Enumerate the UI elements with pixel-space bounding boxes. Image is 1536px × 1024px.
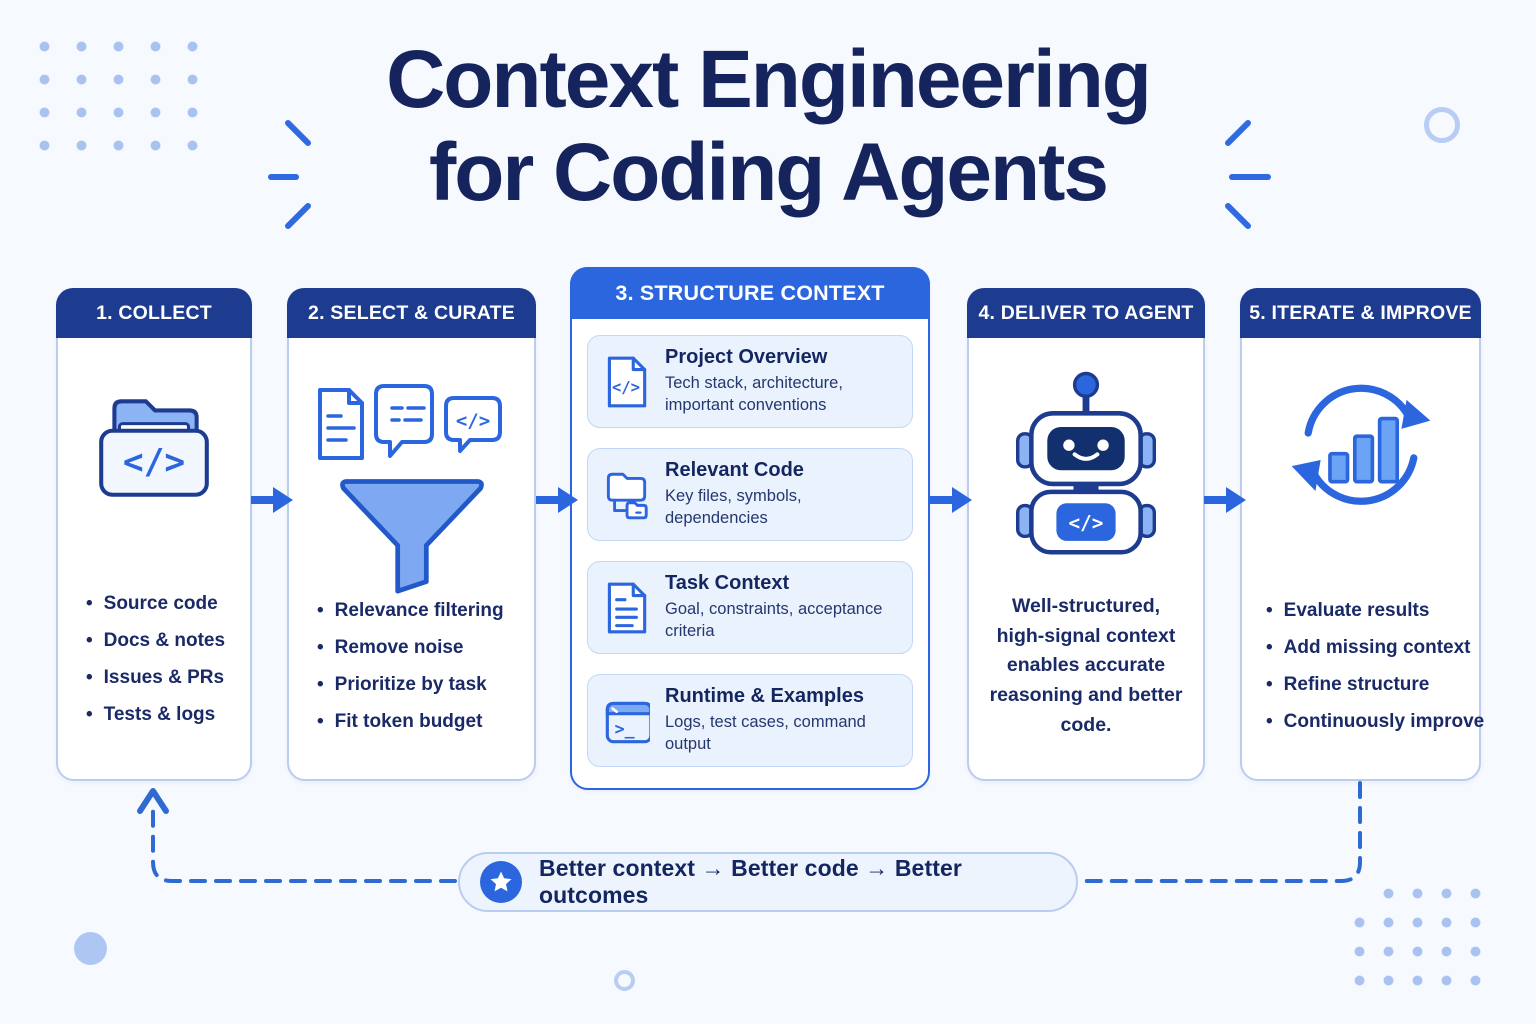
context-card-title: Task Context: [665, 572, 790, 595]
circle-small-outline-decoration: [614, 970, 635, 991]
iterate-bullet-list: Evaluate results Add missing context Ref…: [1266, 600, 1485, 748]
list-item: Refine structure: [1266, 674, 1484, 696]
documents-icon: </>: [289, 380, 534, 470]
circle-outline-decoration: [1424, 107, 1460, 143]
step-header-collect: 1. COLLECT: [56, 288, 252, 338]
star-icon: [480, 861, 522, 903]
arrow-right-icon: [536, 487, 578, 513]
code-file-icon: </>: [607, 356, 647, 407]
select-curate-bullet-list: Relevance filtering Remove noise Priorit…: [317, 600, 504, 748]
arrow-right-icon: [930, 487, 972, 513]
step-card-collect: 1. COLLECT </> Source code Docs & notes …: [56, 288, 252, 781]
loop-arrowhead-up-icon: [137, 788, 169, 814]
feedback-loop-dashed-line: [151, 781, 1362, 883]
svg-text:</>: </>: [612, 378, 640, 396]
context-card-task-context: Task Context Goal, constraints, acceptan…: [587, 561, 913, 654]
list-item: Issues & PRs: [86, 667, 225, 689]
context-card-desc: Key files, symbols, dependencies: [665, 487, 802, 527]
svg-text:</>: </>: [1069, 511, 1104, 534]
svg-text:>_: >_: [615, 719, 635, 738]
svg-text:</>: </>: [455, 410, 489, 432]
deliver-to-agent-text: Well-structured, high-signal context ena…: [989, 595, 1183, 736]
step-header-structure-context: 3. STRUCTURE CONTEXT: [570, 267, 930, 319]
list-item: Source code: [86, 593, 225, 615]
context-card-desc: Goal, constraints, acceptance criteria: [665, 600, 883, 640]
context-card-runtime-examples: >_ Runtime & Examples Logs, test cases, …: [587, 674, 913, 767]
iterate-chart-icon: [1242, 376, 1479, 518]
dot-grid-bottom-right-row: [1374, 879, 1491, 908]
list-item: Prioritize by task: [317, 674, 504, 696]
filter-funnel-icon: [289, 472, 534, 594]
list-item: Tests & logs: [86, 704, 225, 726]
step-header-select-curate: 2. SELECT & CURATE: [287, 288, 536, 338]
list-item: Continuously improve: [1266, 711, 1485, 733]
page-title: Context Engineering for Coding Agents: [0, 34, 1536, 219]
context-card-desc: Tech stack, architecture, important conv…: [665, 374, 843, 414]
context-card-relevant-code: Relevant Code Key files, symbols, depend…: [587, 448, 913, 541]
list-item: Relevance filtering: [317, 600, 504, 622]
step-header-iterate-improve: 5. ITERATE & IMPROVE: [1240, 288, 1481, 338]
context-card-title: Relevant Code: [665, 459, 804, 482]
list-item: Fit token budget: [317, 711, 504, 733]
title-spark-left-icon: [268, 120, 311, 229]
page-title-line1: Context Engineering: [386, 34, 1152, 125]
dot-grid-bottom-right: [1345, 908, 1491, 995]
terminal-icon: >_: [605, 701, 650, 743]
step-card-structure-context: 3. STRUCTURE CONTEXT </> Project Overvie…: [570, 267, 930, 790]
folder-code-icon: </>: [58, 390, 250, 504]
context-card-project-overview: </> Project Overview Tech stack, archite…: [587, 335, 913, 428]
document-icon: [607, 582, 647, 633]
step-card-iterate-improve: 5. ITERATE & IMPROVE Evaluate results Ad…: [1240, 288, 1485, 781]
context-card-title: Runtime & Examples: [665, 685, 864, 708]
footer-banner: Better context → Better code → Better ou…: [458, 852, 1078, 912]
page-title-line2: for Coding Agents: [428, 126, 1109, 218]
list-item: Add missing context: [1266, 637, 1484, 659]
list-item: Evaluate results: [1266, 600, 1484, 622]
title-spark-right-icon: [1225, 120, 1271, 229]
folder-tree-icon: [606, 472, 648, 519]
arrow-right-icon: [1204, 487, 1246, 513]
step-header-deliver-to-agent: 4. DELIVER TO AGENT: [967, 288, 1205, 338]
robot-icon: </>: [969, 370, 1203, 558]
svg-text:</>: </>: [123, 442, 185, 482]
context-card-desc: Logs, test cases, command output: [665, 713, 866, 753]
context-card-title: Project Overview: [665, 346, 828, 369]
list-item: Remove noise: [317, 637, 504, 659]
footer-banner-text: Better context → Better code → Better ou…: [539, 855, 962, 908]
list-item: Docs & notes: [86, 630, 225, 652]
dot-grid-top-left: [26, 30, 211, 163]
collect-bullet-list: Source code Docs & notes Issues & PRs Te…: [86, 593, 225, 741]
step-card-select-curate: 2. SELECT & CURATE </> Relevance filteri: [287, 288, 536, 781]
circle-filled-decoration: [74, 932, 107, 965]
arrow-right-icon: [251, 487, 293, 513]
step-card-deliver-to-agent: 4. DELIVER TO AGENT </> Well-structure: [967, 288, 1205, 781]
